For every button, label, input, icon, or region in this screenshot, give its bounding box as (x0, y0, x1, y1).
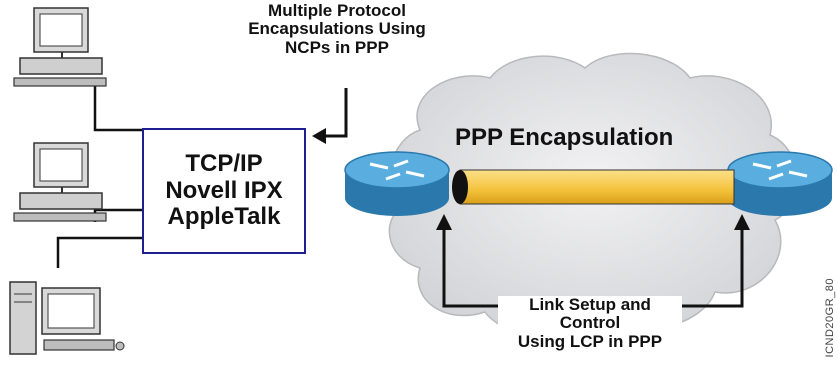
ppp-encapsulation-title: PPP Encapsulation (455, 124, 674, 151)
desktop-computer-icon (13, 7, 107, 87)
ppp-link-pipe (452, 169, 735, 205)
router-icon (727, 151, 833, 216)
lcp-label-line-2: Using LCP in PPP (517, 331, 663, 351)
ncp-label-line-2: Encapsulations Using (248, 19, 426, 39)
lcp-label-line-1: Link Setup and Control (529, 295, 651, 333)
tower-computer-icon (9, 281, 125, 355)
protocol-box: TCP/IP Novell IPX AppleTalk (142, 128, 306, 254)
protocol-ipx: Novell IPX (165, 176, 283, 204)
lcp-label: Link Setup and Control Using LCP in PPP (498, 295, 682, 352)
ncp-arrow (312, 88, 348, 144)
protocol-tcpip: TCP/IP (185, 149, 263, 177)
ncp-label-line-3: NCPs in PPP (285, 37, 389, 57)
lcp-arrows (436, 214, 750, 308)
figure-id-watermark: ICND20GR_80 (824, 277, 836, 357)
desktop-computer-icon (13, 142, 107, 222)
router-icon (344, 151, 450, 216)
ncp-encapsulation-label: Multiple Protocol Encapsulations Using N… (222, 1, 452, 57)
ncp-label-line-1: Multiple Protocol (268, 1, 406, 20)
protocol-appletalk: AppleTalk (167, 203, 281, 231)
